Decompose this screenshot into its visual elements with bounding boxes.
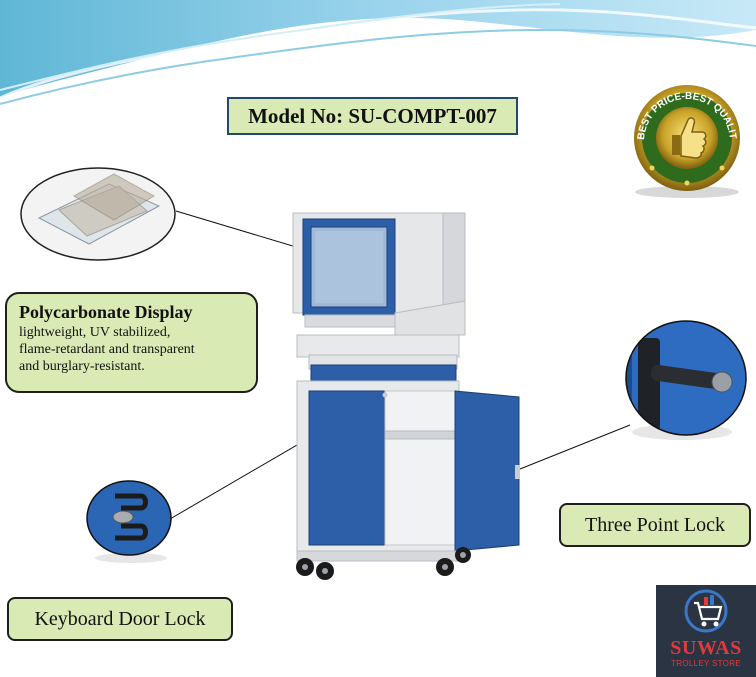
keyboard-door-lock-image <box>86 480 172 563</box>
keyboard-door-lock-text: Keyboard Door Lock <box>34 607 206 630</box>
thumbs-up-icon <box>672 117 707 159</box>
model-number-label: Model No: SU-COMPT-007 <box>227 97 518 135</box>
logo-subtitle: TROLLEY STORE <box>671 659 741 668</box>
logo-name: SUWAS <box>670 637 742 659</box>
polycarbonate-description-line: flame-retardant and transparent <box>19 342 195 357</box>
header-wave-decoration <box>0 0 756 105</box>
three-point-lock-text: Three Point Lock <box>585 513 725 536</box>
computer-cabinet-image <box>292 212 520 580</box>
three-point-lock-label: Three Point Lock <box>559 503 751 547</box>
polycarbonate-title: Polycarbonate Display <box>19 302 193 322</box>
suwas-logo: SUWAS TROLLEY STORE <box>656 585 756 677</box>
model-number-text: Model No: SU-COMPT-007 <box>248 103 497 128</box>
polycarbonate-sheets-image <box>20 167 176 261</box>
best-price-seal: BEST PRICE-BEST QUALITY <box>622 80 740 198</box>
polycarbonate-description-line: and burglary-resistant. <box>19 359 145 374</box>
keyboard-door-lock-label: Keyboard Door Lock <box>7 597 233 641</box>
shopping-cart-icon <box>684 589 728 633</box>
three-point-lock-image <box>625 320 747 440</box>
polycarbonate-feature-box: Polycarbonate Display lightweight, UV st… <box>5 292 258 393</box>
polycarbonate-description-line: lightweight, UV stabilized, <box>19 325 171 340</box>
